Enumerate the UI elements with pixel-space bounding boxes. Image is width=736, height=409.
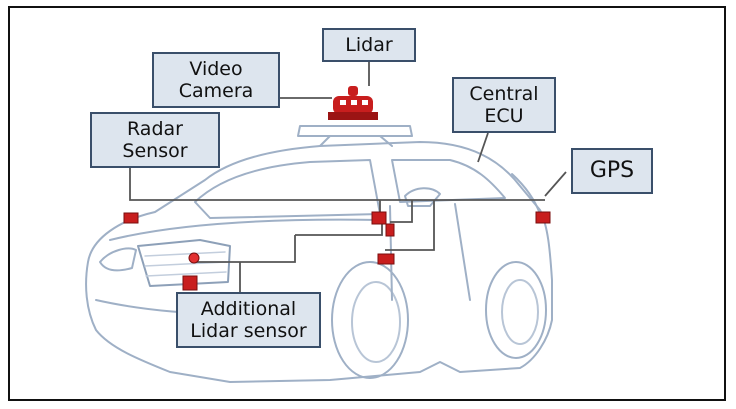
gps-label: GPS: [571, 148, 653, 194]
door-line: [389, 203, 471, 301]
central-ecu-label: Central ECU: [452, 77, 556, 133]
grille-sensor-marker: [188, 252, 200, 264]
front-wheel-outline: [331, 261, 409, 379]
lidar-label: Lidar: [322, 28, 416, 62]
gps-label-text: GPS: [589, 158, 635, 183]
lidar-label-text: Lidar: [345, 34, 393, 56]
car-body-outline: [85, 141, 553, 383]
side-camera-marker: [371, 211, 387, 225]
door-sensor-marker: [377, 253, 395, 265]
radar-connector: [129, 166, 545, 201]
central-ecu-label-line2: ECU: [484, 105, 524, 127]
internal-wiring: [196, 200, 435, 300]
additional-lidar-label-line2: Lidar sensor: [190, 320, 307, 342]
radar-sensor-marker: [123, 212, 139, 224]
side-window-outline: [391, 159, 506, 203]
video-camera-label-line2: Camera: [178, 80, 254, 102]
diagram-frame: [8, 6, 726, 401]
side-mirror-outline: [404, 187, 441, 207]
connector-lines: [129, 62, 567, 300]
radar-sensor-label-line1: Radar: [127, 118, 183, 140]
radar-sensor-label-line2: Sensor: [122, 140, 188, 162]
hood-line: [109, 218, 381, 241]
video-camera-label-line1: Video: [189, 58, 243, 80]
mirror-sensor-marker: [385, 223, 395, 237]
windshield-outline: [194, 159, 381, 219]
headlight-outline: [99, 247, 137, 272]
gps-marker: [535, 211, 551, 224]
gps-connector: [544, 171, 567, 197]
video-camera-label: Video Camera: [152, 52, 280, 108]
ecu-connector: [477, 132, 489, 163]
bumper-lidar-marker: [182, 275, 198, 291]
roof-rack-outline: [297, 125, 413, 137]
rear-wheel-outline: [485, 261, 547, 359]
roof-lidar-unit: [328, 86, 378, 120]
sensor-markers: [123, 211, 551, 291]
rear-window-outline: [511, 173, 541, 215]
car-illustration: [85, 125, 553, 383]
radar-sensor-label: Radar Sensor: [90, 112, 220, 168]
additional-lidar-label: Additional Lidar sensor: [176, 292, 321, 348]
additional-lidar-label-line1: Additional: [200, 298, 297, 320]
grille-outline: [137, 239, 231, 287]
central-ecu-label-line1: Central: [469, 83, 539, 105]
